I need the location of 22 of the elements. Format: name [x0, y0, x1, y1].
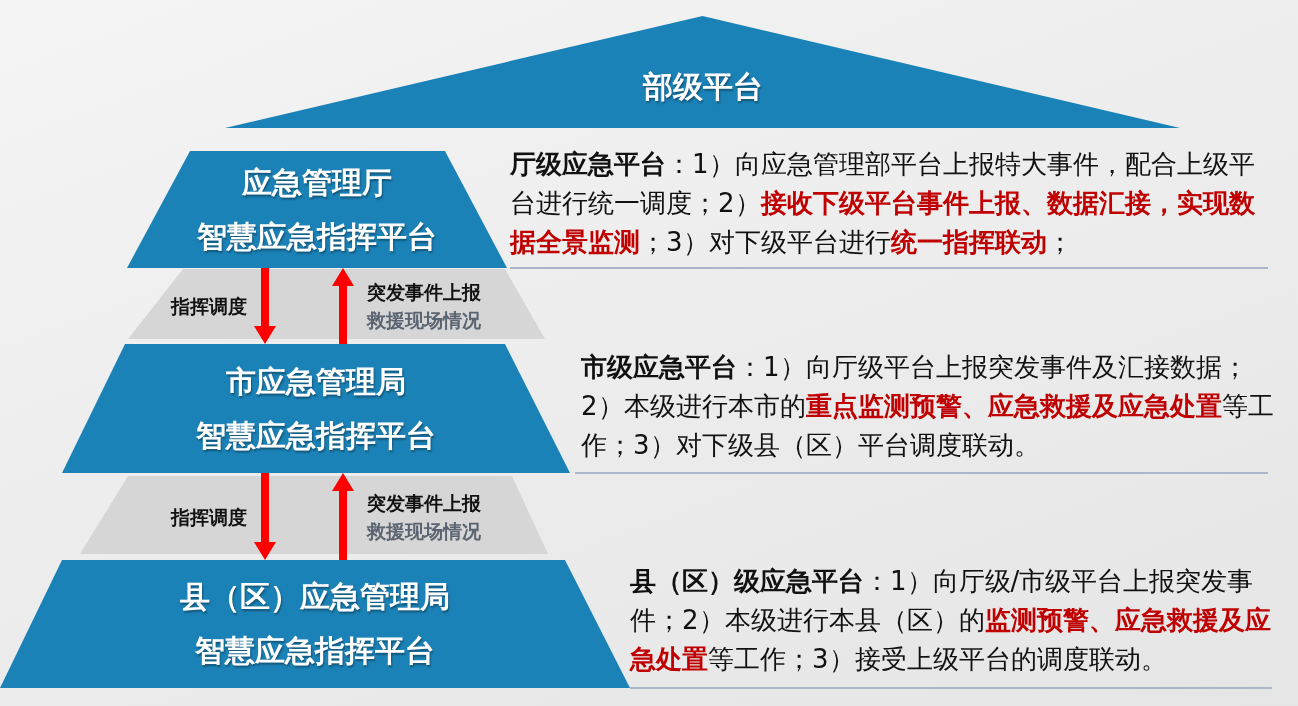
description-text: 县（区）级应急平台：1）向厅级/市级平台上报突发事件；2）本级进行本县（区）的监测预警、应急救援及应急处置等工作；3）接受上级平台的调度联动。 [630, 565, 1272, 676]
tier-subtitle: 智慧应急指挥平台 [197, 218, 437, 255]
tier-title: 市应急管理局 [226, 363, 406, 400]
edge-label: 指挥调度 [169, 504, 247, 530]
pyramid-top-triangle [225, 16, 1180, 128]
description-text: 市级应急平台：1）向厅级平台上报突发事件及汇接数据；2）本级进行本市的重点监测预警、应急救援及应急处置等工作；3）对下级县（区）平台调度联动。 [581, 351, 1275, 462]
pyramid-tier-trapezoid [62, 344, 570, 473]
tier-title: 县（区）应急管理局 [180, 579, 450, 615]
tier-subtitle: 智慧应急指挥平台 [195, 633, 435, 669]
arrow [332, 268, 354, 344]
edge-label: 突发事件上报救援现场情况 [367, 280, 482, 333]
description-text: 厅级应急平台：1）向应急管理部平台上报特大事件，配合上级平台进行统一调度；2）接收下级平台事件上报、数据汇接，实现数据全景监测；3）对下级平台进行统一指挥联动； [510, 148, 1256, 259]
tier-title: 部级平台 [642, 69, 763, 105]
arrow [332, 473, 354, 560]
tier-title: 应急管理厅 [242, 164, 392, 201]
edge-label: 突发事件上报救援现场情况 [367, 490, 482, 544]
pyramid-tier-trapezoid [0, 560, 630, 688]
arrow [254, 268, 276, 344]
arrow [254, 473, 276, 560]
tier-subtitle: 智慧应急指挥平台 [196, 417, 436, 454]
edge-label: 指挥调度 [169, 294, 247, 319]
pyramid-tier-trapezoid [127, 151, 507, 268]
